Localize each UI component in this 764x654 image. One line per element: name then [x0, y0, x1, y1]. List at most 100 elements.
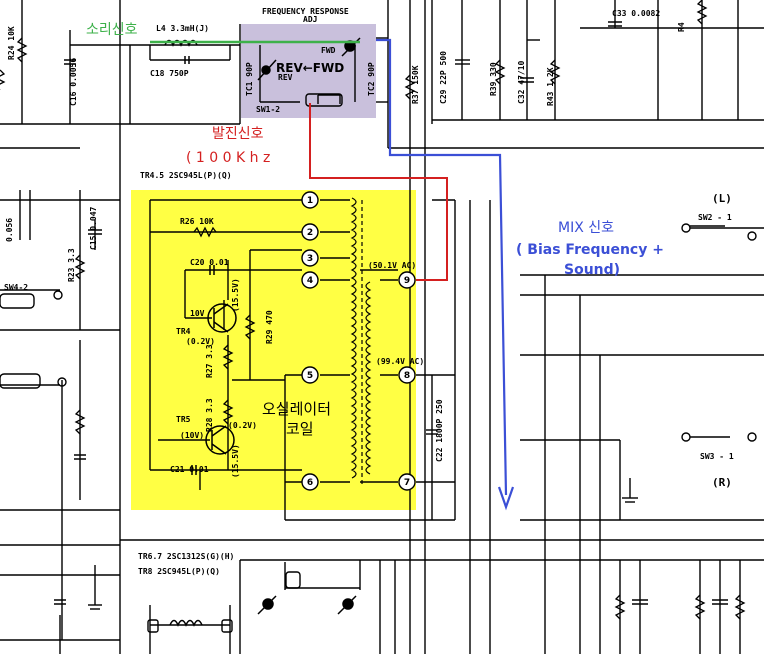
- label-tc2: TC2 90P: [367, 62, 376, 96]
- label-c16: C16 0.0056: [69, 58, 78, 106]
- label-sw1-2: SW1-2: [256, 105, 280, 114]
- label-r27: R27 3.3: [205, 344, 214, 378]
- pin-1: 1: [307, 196, 313, 206]
- osc-coil-annotation-2: 코일: [286, 420, 314, 438]
- resistor-bottom-3: [734, 594, 746, 620]
- pin-6: 6: [307, 478, 313, 488]
- label-c056: 0.056: [5, 218, 14, 242]
- label-freq-resp: FREQUENCY RESPONSE: [262, 7, 349, 16]
- capacitors: [54, 21, 728, 605]
- pin-circle-7: [398, 473, 416, 491]
- label-10v-b: (10V): [180, 431, 204, 440]
- pin-circle-2: [301, 223, 319, 241]
- pin-2: 2: [307, 228, 313, 238]
- label-c15: C15 0.047: [89, 206, 98, 250]
- resistor-bottom-2: [694, 594, 706, 620]
- transformer-windings: [350, 197, 372, 485]
- label-r43: R43 1.2K: [546, 67, 555, 106]
- label-c32: C32 47/10: [517, 60, 526, 104]
- resistor-r4: [696, 0, 708, 25]
- label-10v: 10V: [190, 309, 205, 318]
- trimmer-bottom-1: [257, 595, 277, 615]
- label-r28: R28 3.3: [205, 398, 214, 432]
- label-r37: R37 150K: [411, 65, 420, 104]
- coil-bottom: [169, 619, 203, 627]
- mix-signal-path: [376, 38, 508, 496]
- pin-9: 9: [404, 276, 410, 286]
- pin-circle-8: [398, 366, 416, 384]
- pin-4: 4: [307, 276, 313, 286]
- label-r4: R4: [677, 22, 686, 32]
- trimmer-bottom-2: [337, 595, 357, 615]
- label-l-mark: (L): [712, 192, 732, 205]
- label-fwd: FWD: [321, 46, 336, 55]
- label-c18: C18 750P: [150, 69, 189, 78]
- transistor-tr5: [205, 425, 235, 455]
- resistors: [0, 0, 746, 620]
- mix-signal-annotation: MIX 신호: [558, 220, 614, 236]
- label-ac2: (99.4V AC): [376, 357, 424, 366]
- pin-circle-1: [301, 191, 319, 209]
- pin-circle-5: [301, 366, 319, 384]
- label-sw3-1: SW3 - 1: [700, 452, 734, 461]
- pin-8: 8: [404, 371, 410, 381]
- resistor-r37: [404, 74, 416, 100]
- pin-3: 3: [307, 254, 313, 264]
- mix-detail-annotation-1: ( Bias Frequency +: [516, 242, 664, 258]
- label-ac1: (50.1V AC): [368, 261, 416, 270]
- label-c29: C29 22P 500: [439, 51, 448, 104]
- trimmer-tc1: [257, 59, 277, 81]
- pin-numbers: 1 2 3 4 5 6 7 8 9: [307, 196, 410, 488]
- resistor-r27: [222, 344, 234, 370]
- label-02v-b: (0.2V): [228, 421, 257, 430]
- label-tr8: TR8 2SC945L(P)(Q): [138, 567, 220, 576]
- component-labels: FREQUENCY RESPONSE ADJ L4 3.3mH(J) C18 7…: [4, 7, 734, 576]
- label-155v-b: (15.5V): [231, 444, 240, 478]
- rotated-labels: R24 10K C16 0.0056 TC1 90P TC2 90P R37 1…: [5, 22, 686, 478]
- resistor-r24: [16, 37, 28, 63]
- label-l4: L4 3.3mH(J): [156, 24, 209, 33]
- label-tc1: TC1 90P: [245, 62, 254, 96]
- label-155v: (15.5V): [231, 278, 240, 312]
- label-r29: R29 470: [265, 310, 274, 344]
- label-tr45: TR4.5 2SC945L(P)(Q): [140, 171, 232, 180]
- mix-detail-annotation-2: Sound): [564, 262, 620, 278]
- pin-5: 5: [307, 371, 313, 381]
- label-c22: C22 1800P 250: [435, 399, 444, 462]
- pin-circle-4: [301, 271, 319, 289]
- label-adj: ADJ: [303, 15, 317, 24]
- resistor-r23: [74, 254, 86, 280]
- pin-circle-9: [398, 271, 416, 289]
- label-c33: C33 0.0082: [612, 9, 660, 18]
- transistor-tr4: [207, 303, 237, 333]
- sound-signal-annotation: 소리신호: [86, 22, 138, 38]
- rev-fwd-label: REV←FWD: [276, 61, 344, 75]
- osc-freq-annotation: ( 1 0 0 K h z: [186, 150, 270, 166]
- pin-circle-6: [301, 473, 319, 491]
- resistor-r28: [222, 399, 234, 425]
- osc-signal-path: [309, 103, 448, 281]
- label-tr67: TR6.7 2SC1312S(G)(H): [138, 552, 234, 561]
- label-r23: R23 3.3: [67, 248, 76, 282]
- resistor-top-left: [0, 69, 6, 90]
- resistor-r43: [549, 59, 561, 85]
- label-tr5: TR5: [176, 415, 191, 424]
- label-c20: C20 0.01: [190, 258, 229, 267]
- pin-7: 7: [404, 478, 410, 488]
- label-r26: R26 10K: [180, 217, 214, 226]
- label-02v: (0.2V): [186, 337, 215, 346]
- oscillator-highlight: [131, 190, 416, 510]
- switch-contacts: [0, 93, 343, 633]
- label-r39: R39 330: [489, 62, 498, 96]
- resistor-bottom-1: [614, 594, 626, 620]
- resistor-r39: [494, 59, 506, 85]
- osc-coil-annotation-1: 오실레이터: [262, 400, 331, 418]
- label-r-mark: (R): [712, 476, 732, 489]
- osc-signal-annotation: 발진신호: [212, 126, 264, 142]
- label-tr4: TR4: [176, 327, 191, 336]
- mix-signal-arrowhead: [497, 486, 515, 511]
- label-sw4-2: SW4-2: [4, 283, 28, 292]
- transformer-pins: [301, 191, 416, 491]
